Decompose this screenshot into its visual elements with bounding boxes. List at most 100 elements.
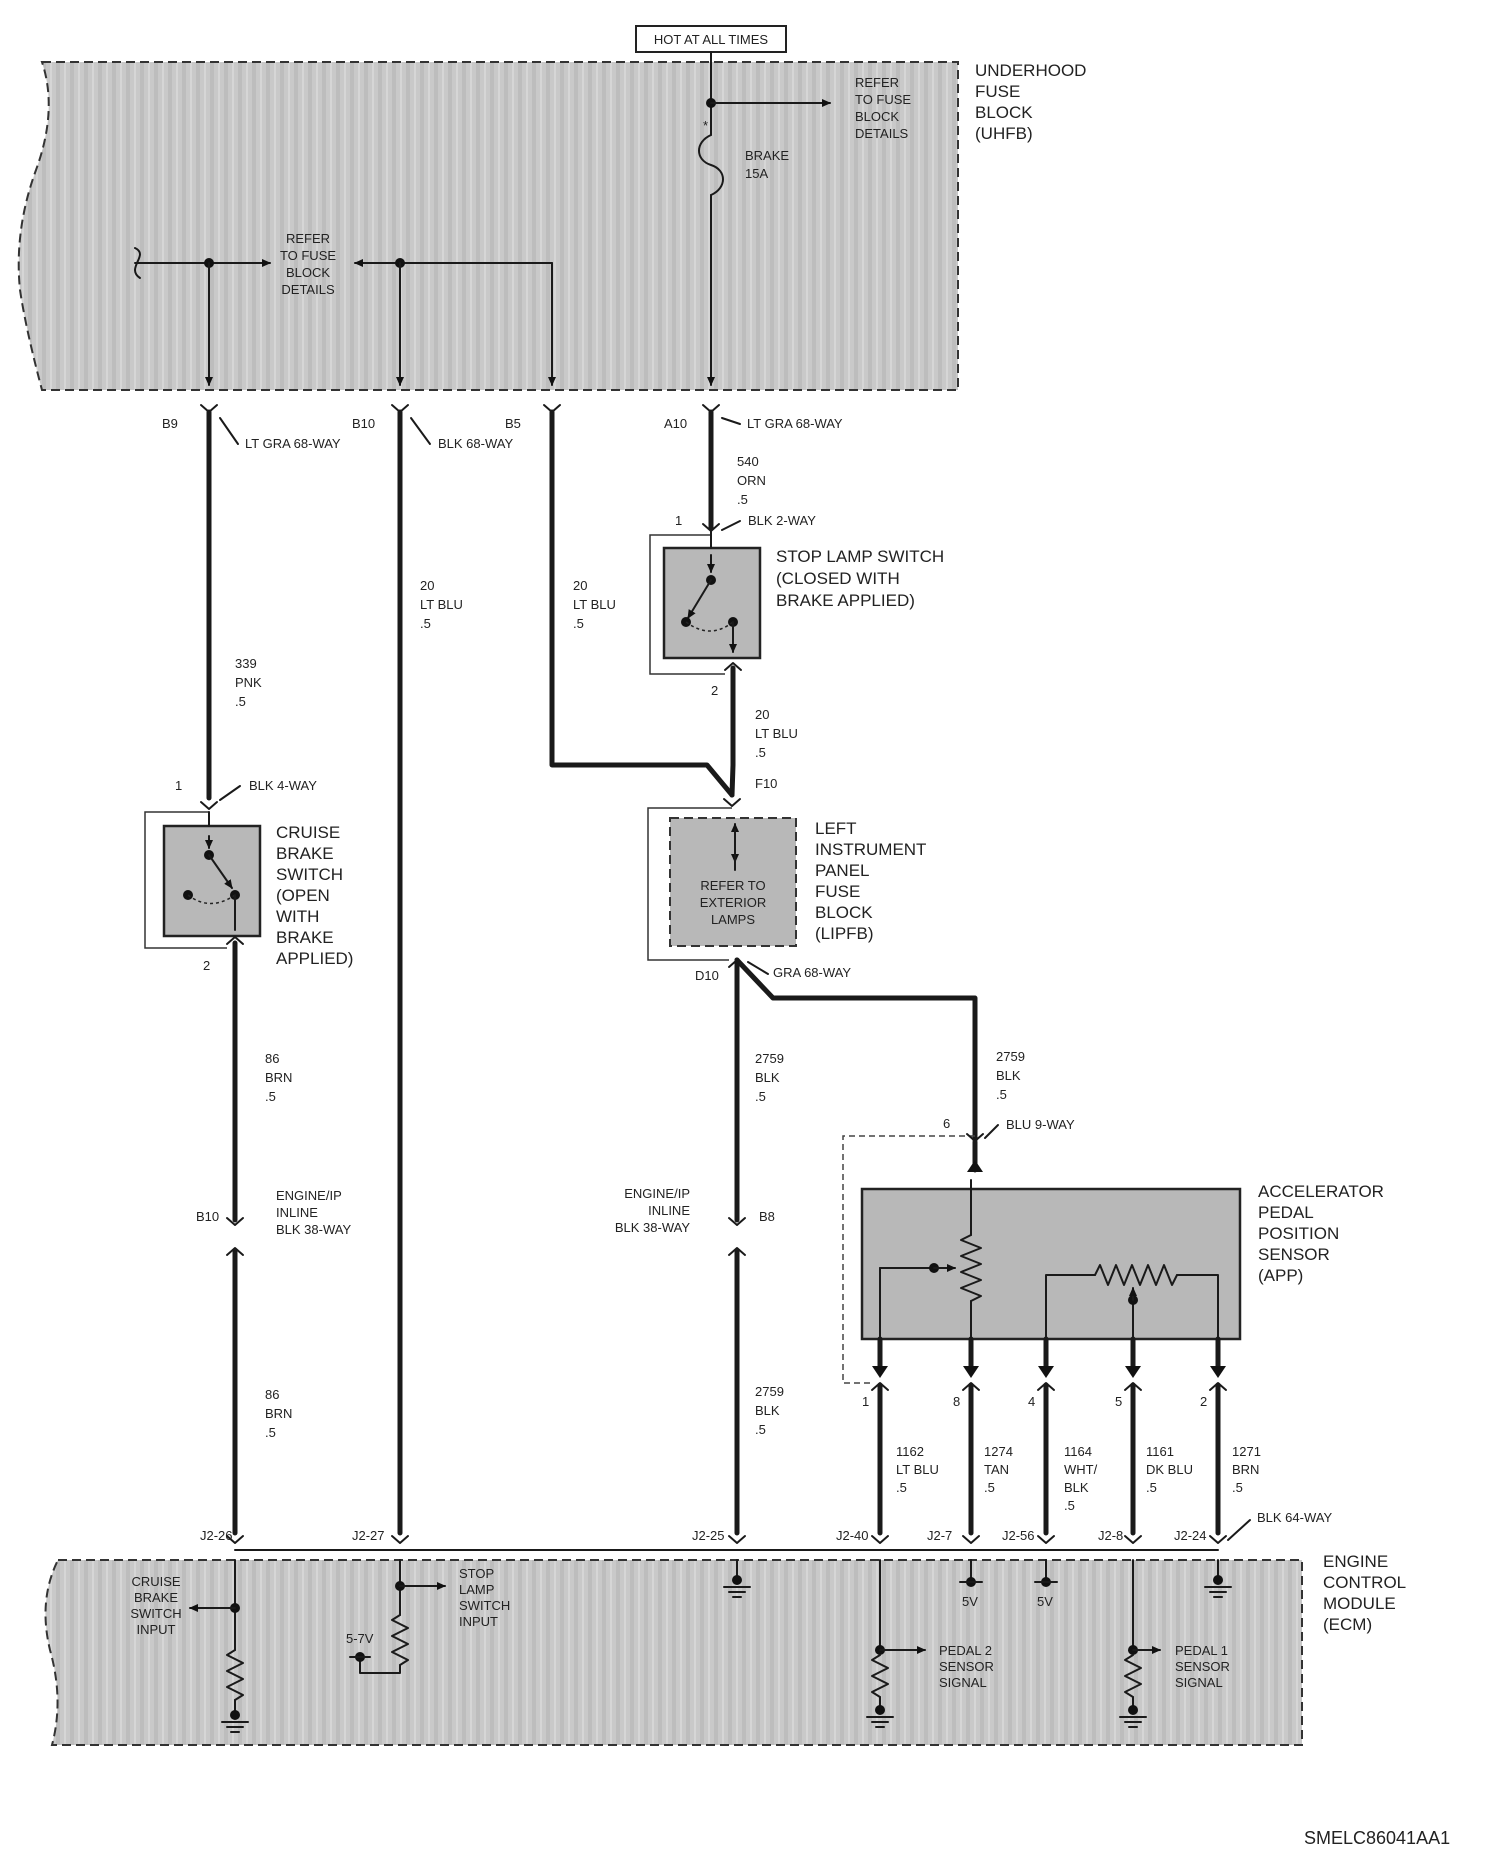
svg-text:8: 8 bbox=[953, 1394, 960, 1409]
svg-text:.5: .5 bbox=[1064, 1498, 1075, 1513]
svg-text:SWITCH: SWITCH bbox=[130, 1606, 181, 1621]
wire-20-b10: 20 LT BLU .5 bbox=[420, 578, 463, 631]
svg-text:INLINE: INLINE bbox=[276, 1205, 318, 1220]
lipfb-title: LEFT INSTRUMENT PANEL FUSE BLOCK (LIPFB) bbox=[815, 819, 926, 943]
svg-text:1271: 1271 bbox=[1232, 1444, 1261, 1459]
diagram-code: SMELC86041AA1 bbox=[1304, 1828, 1450, 1848]
svg-text:2759: 2759 bbox=[996, 1049, 1025, 1064]
svg-text:REFER TO: REFER TO bbox=[700, 878, 765, 893]
svg-text:DK BLU: DK BLU bbox=[1146, 1462, 1193, 1477]
svg-text:TO FUSE: TO FUSE bbox=[855, 92, 911, 107]
ecm-cruise-input-circuit: CRUISE BRAKE SWITCH INPUT bbox=[130, 1559, 249, 1733]
svg-text:2759: 2759 bbox=[755, 1384, 784, 1399]
svg-text:LT BLU: LT BLU bbox=[755, 726, 798, 741]
uhfb-title-line: BLOCK bbox=[975, 103, 1033, 122]
svg-text:A10: A10 bbox=[664, 416, 687, 431]
svg-text:GRA 68-WAY: GRA 68-WAY bbox=[773, 965, 851, 980]
svg-text:4: 4 bbox=[1028, 1394, 1035, 1409]
svg-text:BLK: BLK bbox=[755, 1070, 780, 1085]
uhfb-title-line: UNDERHOOD bbox=[975, 61, 1086, 80]
wire-1274: 1274 TAN .5 bbox=[984, 1444, 1013, 1495]
ground-icon bbox=[723, 1559, 751, 1598]
svg-text:B10: B10 bbox=[352, 416, 375, 431]
inline-right: ENGINE/IP INLINE BLK 38-WAY B8 bbox=[615, 1186, 775, 1256]
svg-text:J2-8: J2-8 bbox=[1098, 1528, 1123, 1543]
svg-text:SENSOR: SENSOR bbox=[939, 1659, 994, 1674]
ecm-5v-ref-b: 5V bbox=[1034, 1559, 1058, 1609]
svg-text:BLOCK: BLOCK bbox=[855, 109, 899, 124]
svg-text:BRN: BRN bbox=[1232, 1462, 1259, 1477]
svg-text:DETAILS: DETAILS bbox=[855, 126, 909, 141]
svg-text:20: 20 bbox=[420, 578, 434, 593]
wire-2759-app: 2759 BLK .5 bbox=[996, 1049, 1025, 1102]
svg-text:ACCELERATOR: ACCELERATOR bbox=[1258, 1182, 1384, 1201]
svg-text:(OPEN: (OPEN bbox=[276, 886, 330, 905]
svg-text:J2-24: J2-24 bbox=[1174, 1528, 1207, 1543]
svg-text:BLK 2-WAY: BLK 2-WAY bbox=[748, 513, 816, 528]
svg-text:BLU 9-WAY: BLU 9-WAY bbox=[1006, 1117, 1075, 1132]
svg-text:J2-26: J2-26 bbox=[200, 1528, 233, 1543]
wire-2759-lower: 2759 BLK .5 bbox=[755, 1384, 784, 1437]
stop-lamp-switch: 1 BLK 2-WAY 2 bbox=[649, 513, 816, 698]
svg-text:BLK 64-WAY: BLK 64-WAY bbox=[1257, 1510, 1332, 1525]
svg-text:INLINE: INLINE bbox=[648, 1203, 690, 1218]
inline-left: ENGINE/IP INLINE BLK 38-WAY B10 bbox=[196, 1188, 351, 1256]
wire-1164: 1164 WHT/ BLK .5 bbox=[1064, 1444, 1098, 1513]
svg-text:ENGINE: ENGINE bbox=[1323, 1552, 1388, 1571]
svg-text:20: 20 bbox=[573, 578, 587, 593]
svg-text:J2-7: J2-7 bbox=[927, 1528, 952, 1543]
wire-2759-upper: 2759 BLK .5 bbox=[755, 1051, 784, 1104]
underhood-fuse-block bbox=[17, 61, 959, 391]
power-label: HOT AT ALL TIMES bbox=[635, 25, 787, 53]
svg-text:BLK: BLK bbox=[755, 1403, 780, 1418]
svg-text:BRN: BRN bbox=[265, 1406, 292, 1421]
svg-text:BLOCK: BLOCK bbox=[815, 903, 873, 922]
svg-text:BRAKE: BRAKE bbox=[134, 1590, 178, 1605]
wire-86-upper: 86 BRN .5 bbox=[265, 1051, 292, 1104]
svg-text:SWITCH: SWITCH bbox=[459, 1598, 510, 1613]
svg-text:*: * bbox=[703, 118, 708, 133]
svg-text:WHT/: WHT/ bbox=[1064, 1462, 1098, 1477]
wire-339: 339 PNK .5 bbox=[235, 656, 262, 709]
uhfb-refer-left: REFER TO FUSE BLOCK DETAILS bbox=[280, 231, 336, 297]
svg-text:1: 1 bbox=[675, 513, 682, 528]
svg-text:J2-56: J2-56 bbox=[1002, 1528, 1035, 1543]
ecm-pedal2-circuit: PEDAL 2 SENSOR SIGNAL bbox=[866, 1559, 994, 1728]
svg-text:BLK: BLK bbox=[1064, 1480, 1089, 1495]
svg-text:.5: .5 bbox=[896, 1480, 907, 1495]
svg-text:REFER: REFER bbox=[855, 75, 899, 90]
svg-text:LAMP: LAMP bbox=[459, 1582, 494, 1597]
svg-text:APPLIED): APPLIED) bbox=[276, 949, 353, 968]
svg-text:(APP): (APP) bbox=[1258, 1266, 1303, 1285]
ecm-pedal1-circuit: PEDAL 1 SENSOR SIGNAL bbox=[1119, 1559, 1230, 1728]
svg-text:BRAKE APPLIED): BRAKE APPLIED) bbox=[776, 591, 915, 610]
svg-text:STOP LAMP SWITCH: STOP LAMP SWITCH bbox=[776, 547, 944, 566]
svg-text:(CLOSED WITH: (CLOSED WITH bbox=[776, 569, 900, 588]
svg-text:ENGINE/IP: ENGINE/IP bbox=[276, 1188, 342, 1203]
svg-text:B9: B9 bbox=[162, 416, 178, 431]
svg-text:2759: 2759 bbox=[755, 1051, 784, 1066]
ecm-stop-input-circuit: STOP LAMP SWITCH INPUT 5-7V bbox=[346, 1559, 510, 1674]
svg-text:540: 540 bbox=[737, 454, 759, 469]
svg-text:339: 339 bbox=[235, 656, 257, 671]
wire-20-stop: 20 LT BLU .5 bbox=[755, 707, 798, 760]
svg-text:J2-27: J2-27 bbox=[352, 1528, 385, 1543]
svg-text:.5: .5 bbox=[755, 1089, 766, 1104]
uhfb-title-line: (UHFB) bbox=[975, 124, 1033, 143]
accelerator-pedal-sensor: 6 BLU 9-WAY 1 bbox=[842, 1116, 1242, 1409]
svg-text:15A: 15A bbox=[745, 166, 768, 181]
svg-text:BLK: BLK bbox=[996, 1068, 1021, 1083]
uhfb-refer-right: REFER TO FUSE BLOCK DETAILS bbox=[855, 75, 911, 141]
svg-text:PEDAL 1: PEDAL 1 bbox=[1175, 1643, 1228, 1658]
svg-text:5V: 5V bbox=[1037, 1594, 1053, 1609]
svg-text:BRAKE: BRAKE bbox=[745, 148, 789, 163]
svg-text:SWITCH: SWITCH bbox=[276, 865, 343, 884]
svg-text:SIGNAL: SIGNAL bbox=[1175, 1675, 1223, 1690]
power-label-text: HOT AT ALL TIMES bbox=[654, 32, 768, 47]
svg-text:DETAILS: DETAILS bbox=[281, 282, 335, 297]
svg-text:86: 86 bbox=[265, 1387, 279, 1402]
uhfb-pin-b10: B10 BLK 68-WAY bbox=[352, 404, 513, 451]
left-ip-fuse-block: F10 REFER TO EXTERIOR LAMPS D10 GRA 68-W… bbox=[647, 776, 851, 983]
svg-text:.5: .5 bbox=[996, 1087, 1007, 1102]
